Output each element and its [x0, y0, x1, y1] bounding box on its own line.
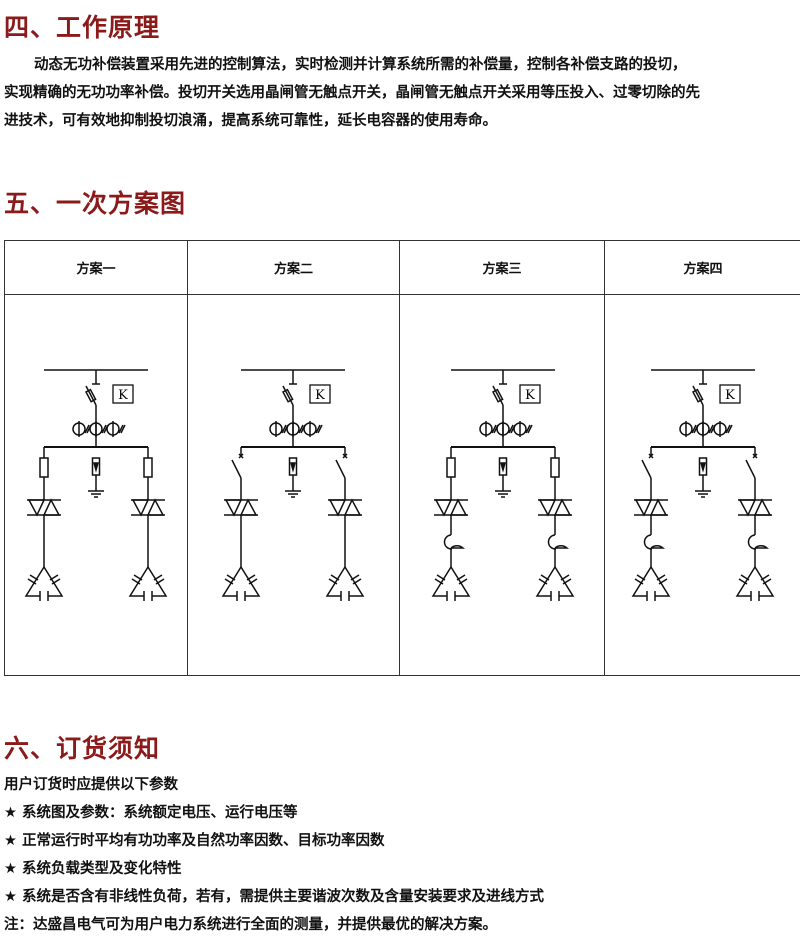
- capacitor-bank-icon: [431, 566, 471, 601]
- order-item: ★ 系统图及参数：系统额定电压、运行电压等: [4, 805, 298, 821]
- surge-arrester-icon: [88, 457, 104, 498]
- capacitor-bank-icon: [24, 566, 64, 601]
- section6-title: 六、订货须知: [4, 734, 161, 763]
- svg-text:K: K: [725, 388, 735, 403]
- controller-k-box: K: [112, 384, 134, 404]
- branch-switch-icon: [143, 447, 153, 500]
- scheme-header: 方案三: [399, 240, 605, 295]
- current-transformer-icon: [679, 421, 733, 437]
- capacitor-bank-icon: [735, 566, 775, 601]
- surge-arrester-icon: [695, 457, 711, 498]
- surge-arrester-icon: [285, 457, 301, 498]
- scheme-header: 方案一: [4, 240, 188, 295]
- paragraph-line: 实现精确的无功功率补偿。投切开关选用晶闸管无触点开关，晶闸管无触点开关采用等压投…: [4, 85, 700, 101]
- current-transformer-icon: [269, 421, 323, 437]
- svg-text:K: K: [525, 388, 535, 403]
- branch-switch-icon: [335, 447, 348, 500]
- reactor-icon: [443, 515, 465, 567]
- order-note: 注：达盛昌电气可为用户电力系统进行全面的测量，并提供最优的解决方案。: [4, 917, 497, 933]
- reactor-icon: [643, 515, 665, 567]
- thyristor-icon: [434, 498, 468, 517]
- paragraph-line: 动态无功补偿装置采用先进的控制算法，实时检测并计算系统所需的补偿量，控制各补偿支…: [34, 57, 687, 73]
- capacitor-bank-icon: [325, 566, 365, 601]
- section5-title: 五、一次方案图: [4, 189, 187, 218]
- branch-switch-icon: [641, 447, 654, 500]
- reactor-icon: [547, 515, 569, 567]
- thyristor-icon: [634, 498, 668, 517]
- svg-text:K: K: [118, 388, 128, 403]
- svg-text:K: K: [315, 388, 325, 403]
- capacitor-bank-icon: [631, 566, 671, 601]
- scheme-diagram: K: [4, 294, 188, 676]
- thyristor-icon: [738, 498, 772, 517]
- current-transformer-icon: [72, 421, 126, 437]
- scheme-header: 方案四: [604, 240, 800, 295]
- capacitor-bank-icon: [535, 566, 575, 601]
- order-intro: 用户订货时应提供以下参数: [4, 777, 178, 793]
- capacitor-bank-icon: [221, 566, 261, 601]
- controller-k-box: K: [309, 384, 331, 404]
- current-transformer-icon: [479, 421, 533, 437]
- scheme-table: 方案一 方案二 方案三 方案四 K K K K: [4, 240, 800, 676]
- section4-paragraph: 动态无功补偿装置采用先进的控制算法，实时检测并计算系统所需的补偿量，控制各补偿支…: [4, 51, 799, 135]
- section4-title: 四、工作原理: [4, 13, 161, 42]
- capacitor-bank-icon: [128, 566, 168, 601]
- order-item: ★ 正常运行时平均有功功率及自然功率因数、目标功率因数: [4, 833, 385, 849]
- order-item: ★ 系统是否含有非线性负荷，若有，需提供主要谐波次数及含量安装要求及进线方式: [4, 889, 545, 905]
- disconnector-icon: [491, 370, 507, 447]
- surge-arrester-icon: [495, 457, 511, 498]
- branch-switch-icon: [39, 447, 49, 500]
- thyristor-icon: [328, 498, 362, 517]
- paragraph-line: 进技术，可有效地抑制投切浪涌，提高系统可靠性，延长电容器的使用寿命。: [4, 113, 497, 129]
- order-item: ★ 系统负载类型及变化特性: [4, 861, 182, 877]
- branch-switch-icon: [231, 447, 244, 500]
- thyristor-icon: [224, 498, 258, 517]
- thyristor-icon: [131, 498, 165, 517]
- controller-k-box: K: [519, 384, 541, 404]
- scheme-diagram: K: [604, 294, 800, 676]
- scheme-diagram: K: [187, 294, 400, 676]
- branch-switch-icon: [745, 447, 758, 500]
- scheme-header: 方案二: [187, 240, 400, 295]
- scheme-diagram: K: [399, 294, 605, 676]
- branch-switch-icon: [550, 447, 560, 500]
- thyristor-icon: [27, 498, 61, 517]
- controller-k-box: K: [719, 384, 741, 404]
- branch-switch-icon: [446, 447, 456, 500]
- thyristor-icon: [538, 498, 572, 517]
- reactor-icon: [747, 515, 769, 567]
